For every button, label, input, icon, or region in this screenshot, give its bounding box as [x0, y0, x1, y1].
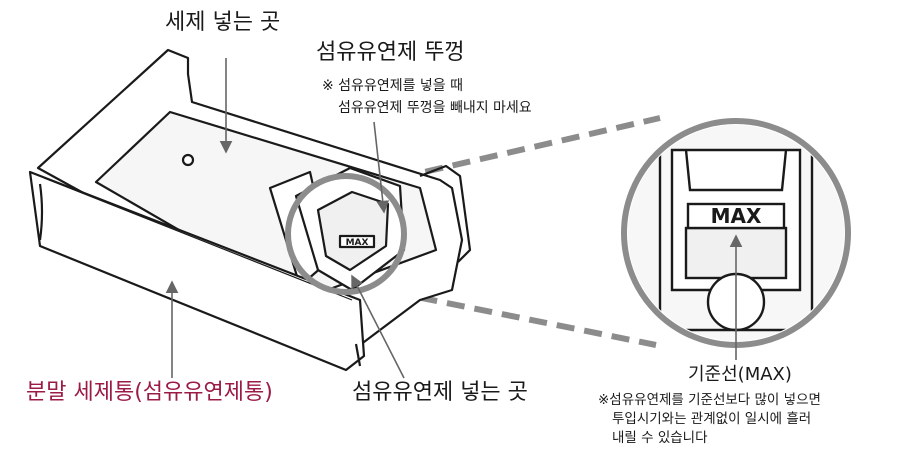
- max-line-label: 기준선(MAX): [688, 364, 792, 385]
- callout-circle-small: [285, 173, 407, 295]
- detergent-slot-label: 세제 넣는 곳: [165, 10, 281, 35]
- svg-text:MAX: MAX: [346, 238, 369, 248]
- pointer-arrows: [165, 58, 743, 379]
- max-note-line3: 내릴 수 있습니다: [612, 430, 708, 446]
- powder-container-label: 분말 세제통(섬유유연제통): [26, 380, 273, 405]
- cap-note-line1: ※ 섬유유연제를 넣을 때: [322, 78, 464, 94]
- cap-note-line2: 섬유유연제 뚜껑을 빼내지 마세요: [338, 100, 532, 116]
- magnified-view: MAX: [621, 118, 851, 348]
- max-note-line1: ※섬유유연제를 기준선보다 많이 넣으면: [598, 392, 821, 408]
- max-note-line2: 투입시기와는 관계없이 일시에 흘러: [612, 411, 812, 427]
- softener-inlet-label: 섬유유연제 넣는 곳: [352, 380, 528, 405]
- softener-cap-label: 섬유유연제 뚜껑: [316, 40, 465, 65]
- max-mark: MAX: [711, 204, 762, 228]
- drawer-body: MAX: [28, 48, 472, 372]
